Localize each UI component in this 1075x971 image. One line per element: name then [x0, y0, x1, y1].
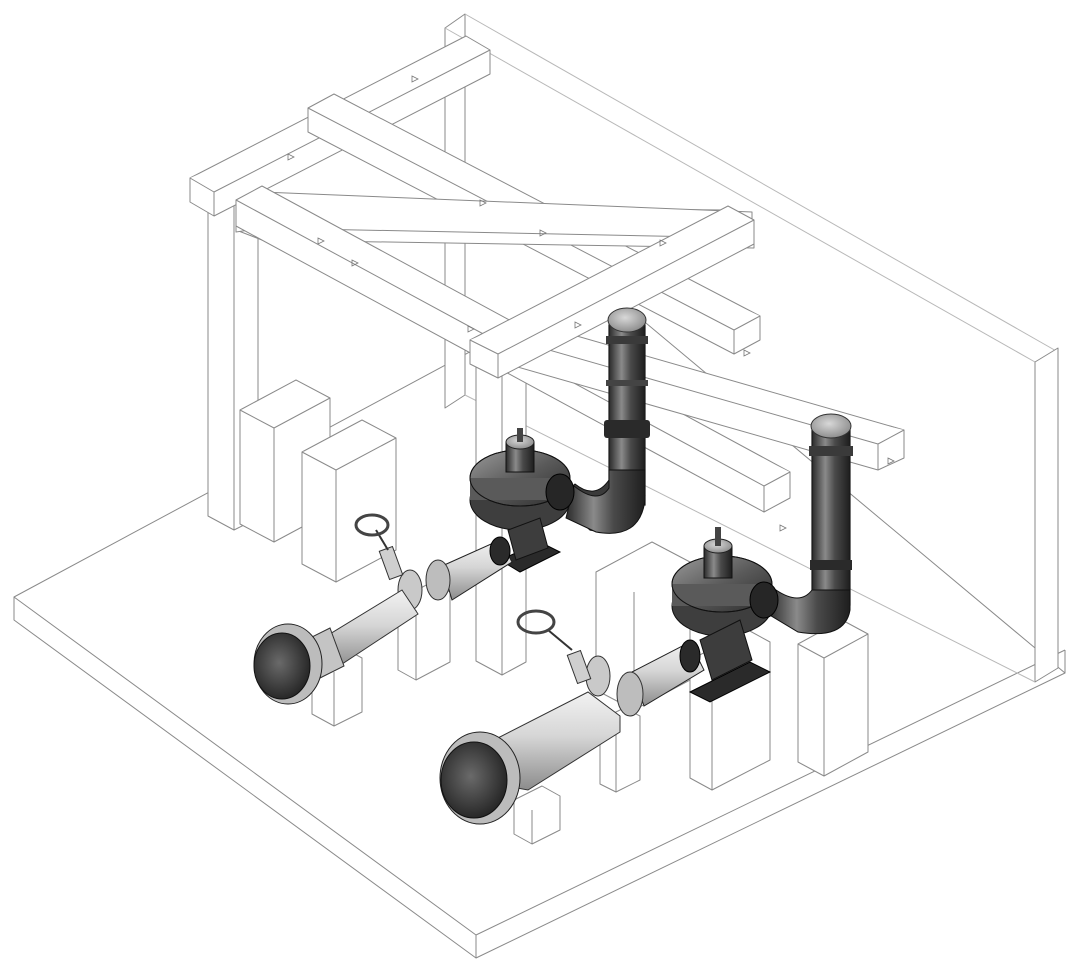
handwheel — [516, 609, 556, 635]
handwheel — [354, 513, 390, 537]
motor-stub — [505, 428, 535, 473]
mid-cross-beam — [469, 205, 755, 379]
centrifugal-pump-casing — [469, 449, 575, 531]
pump-unit-2 — [439, 413, 853, 825]
gate-valve — [547, 629, 644, 717]
centrifugal-pump-casing — [671, 555, 779, 637]
flange — [810, 560, 852, 570]
flange — [604, 420, 650, 438]
suction-bell — [253, 623, 323, 705]
motor-stub — [703, 527, 733, 579]
beam-markers — [287, 75, 895, 532]
pump-unit-1 — [253, 307, 650, 705]
right-wall — [464, 347, 1059, 683]
discharge-riser — [809, 413, 853, 606]
pump-base — [688, 661, 772, 703]
discharge-elbow — [767, 589, 851, 635]
suction-bell — [439, 731, 521, 825]
